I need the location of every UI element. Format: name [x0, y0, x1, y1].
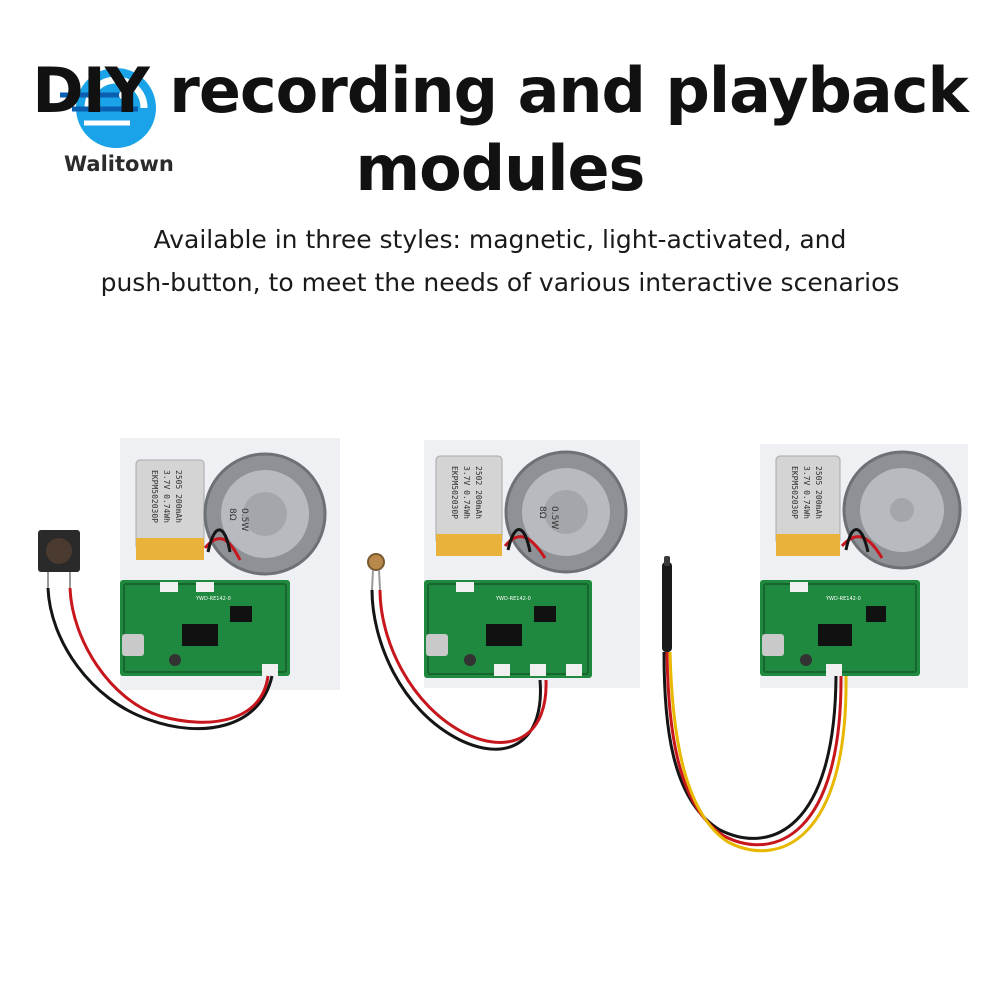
battery-label-2: 3.7V 0.74Wh — [162, 470, 171, 523]
subtitle-line-2: push-button, to meet the needs of variou… — [100, 268, 900, 297]
walitown-logo — [60, 68, 156, 148]
title-line-2: modules — [355, 132, 646, 205]
speaker-label-2: 8Ω — [227, 508, 237, 521]
light-sensor-trigger — [367, 553, 385, 591]
battery-label-1: EKPM502030P — [790, 466, 799, 519]
speaker-label-1: 0.5W — [549, 506, 559, 529]
battery-label-3: 2505 200mAh — [174, 470, 183, 523]
usb-c-port — [122, 634, 144, 656]
module-1: EKPM502030P 3.7V 0.74Wh 2505 200mAh 0.5W… — [38, 438, 340, 731]
battery-label-2: 3.7V 0.74Wh — [462, 466, 471, 519]
battery: EKPM502030P 3.7V 0.74Wh 2502 200mAh — [435, 455, 503, 556]
battery-label-1: EKPM502030P — [150, 470, 159, 523]
usb-c-port — [426, 634, 448, 656]
product-photo: EKPM502030P 3.7V 0.74Wh 2505 200mAh 0.5W… — [38, 438, 968, 853]
battery-label-3: 2505 200mAh — [814, 466, 823, 519]
pcb-label: YWD-RE142-0 — [825, 596, 861, 602]
page-subtitle: Available in three styles: magnetic, lig… — [0, 218, 1000, 304]
speaker: 0.5W 8Ω — [504, 450, 628, 574]
module-3: EKPM502030P 3.7V 0.74Wh 2505 200mAh YWD-… — [662, 444, 968, 853]
usb-c-port — [762, 634, 784, 656]
battery: EKPM502030P 3.7V 0.74Wh 2505 200mAh — [775, 455, 841, 556]
battery-label-2: 3.7V 0.74Wh — [802, 466, 811, 519]
speaker-label-1: 0.5W — [239, 508, 249, 531]
logo-node — [119, 90, 129, 100]
speaker: 0.5W 8Ω — [203, 452, 327, 576]
push-button-trigger — [38, 530, 80, 588]
pcb-label: YWD-RE142-0 — [495, 596, 531, 602]
battery-tab — [136, 538, 204, 560]
speaker — [842, 450, 962, 570]
pcb: YWD-RE142-0 — [120, 580, 290, 676]
battery-label-3: 2502 200mAh — [474, 466, 483, 519]
module-2: EKPM502030P 3.7V 0.74Wh 2502 200mAh 0.5W… — [367, 440, 640, 751]
battery-label-1: EKPM502030P — [450, 466, 459, 519]
speaker-label-2: 8Ω — [537, 506, 547, 519]
page-title: DIY recording and playback modules — [0, 52, 1000, 208]
battery: EKPM502030P 3.7V 0.74Wh 2505 200mAh — [135, 459, 205, 560]
magnetic-sensor-trigger — [662, 556, 672, 652]
brand-name: Walitown — [64, 152, 174, 176]
pcb-label: YWD-RE142-0 — [195, 596, 231, 602]
pcb: YWD-RE142-0 — [760, 580, 920, 676]
subtitle-line-1: Available in three styles: magnetic, lig… — [153, 225, 847, 254]
pcb: YWD-RE142-0 — [424, 580, 592, 678]
title-line-1: DIY recording and playback — [32, 54, 968, 127]
